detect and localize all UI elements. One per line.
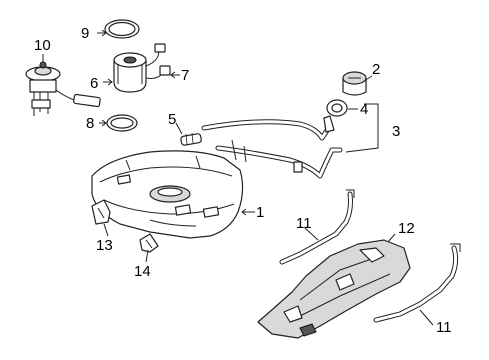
heat-shield-12 [257, 239, 411, 339]
callout-11-upper: 11 [296, 215, 312, 232]
tank-strap-11-lower [373, 243, 461, 323]
callout-3: 3 [392, 123, 400, 140]
bracket-14 [139, 233, 159, 253]
callout-7: 7 [181, 67, 189, 84]
callout-6: 6 [90, 75, 98, 92]
fuel-sender-assembly-10 [25, 61, 101, 116]
vent-pipe-3 [215, 139, 343, 179]
fuel-tank-1 [91, 150, 244, 239]
bracket-13 [91, 199, 111, 225]
hose-5 [180, 132, 202, 146]
callout-4: 4 [360, 101, 368, 118]
callout-12: 12 [398, 220, 415, 237]
callout-14: 14 [134, 263, 151, 280]
callout-2: 2 [372, 61, 380, 78]
callout-10: 10 [34, 37, 51, 54]
tank-strap-11-upper [279, 189, 355, 265]
callout-8: 8 [86, 115, 94, 132]
seal-ring-9 [104, 19, 140, 39]
callout-11-lower: 11 [436, 319, 452, 336]
callout-9: 9 [81, 25, 89, 42]
filler-pipe-4 [201, 99, 348, 141]
callout-13: 13 [96, 237, 113, 254]
fuel-pump-module-6 [113, 43, 171, 93]
callout-5: 5 [168, 111, 176, 128]
callout-1: 1 [256, 204, 264, 221]
filler-cap-2 [342, 71, 367, 96]
leader-lines [42, 29, 434, 326]
o-ring-8 [106, 114, 138, 132]
